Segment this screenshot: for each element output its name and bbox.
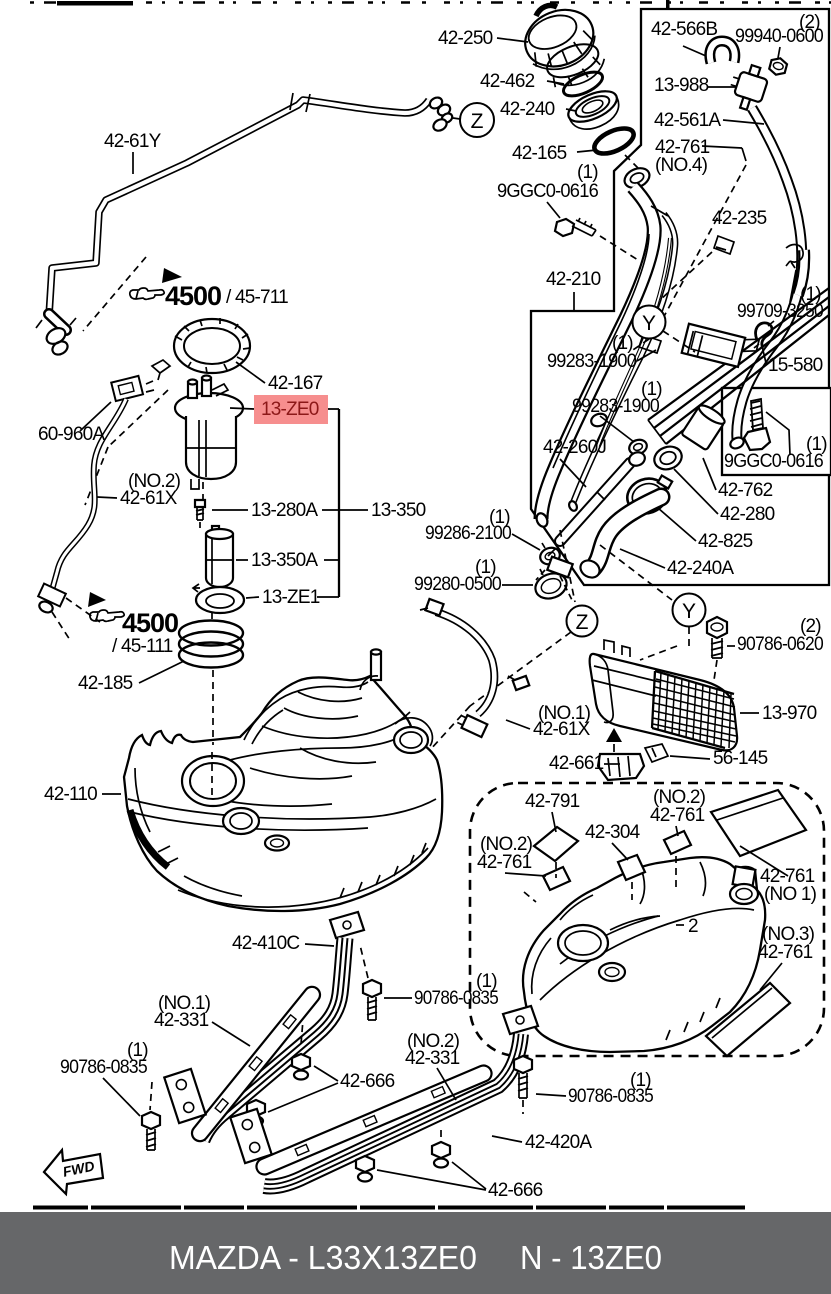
svg-text:(1): (1) <box>476 971 497 992</box>
svg-text:42-61X: 42-61X <box>120 488 178 509</box>
svg-text:99283-1900: 99283-1900 <box>572 396 659 417</box>
svg-text:42-420A: 42-420A <box>525 1132 592 1153</box>
svg-text:42-761: 42-761 <box>655 137 710 158</box>
svg-text:13-350: 13-350 <box>371 500 426 521</box>
svg-text:13-970: 13-970 <box>762 703 817 724</box>
svg-text:(1): (1) <box>806 434 827 455</box>
svg-text:(NO.1): (NO.1) <box>538 703 591 724</box>
svg-text:42-235: 42-235 <box>712 208 767 229</box>
svg-text:42-762: 42-762 <box>718 480 773 501</box>
svg-text:Y: Y <box>682 600 696 623</box>
svg-text:42-240A: 42-240A <box>667 558 734 579</box>
svg-text:MAZDA - L33X13ZE0: MAZDA - L33X13ZE0 <box>169 1239 477 1276</box>
svg-text:99283-1900: 99283-1900 <box>547 351 636 372</box>
svg-text:(NO.3): (NO.3) <box>762 924 815 945</box>
svg-text:(NO.1): (NO.1) <box>158 993 211 1014</box>
svg-text:FWD: FWD <box>61 1158 96 1180</box>
svg-text:N - 13ZE0: N - 13ZE0 <box>520 1239 662 1276</box>
svg-text:42-761: 42-761 <box>758 942 813 963</box>
svg-text:42-761: 42-761 <box>650 805 705 826</box>
svg-text:42-661: 42-661 <box>549 753 604 774</box>
svg-text:(1): (1) <box>577 162 598 183</box>
svg-text:42-331: 42-331 <box>154 1010 209 1031</box>
svg-text:(NO.2): (NO.2) <box>128 471 181 492</box>
svg-text:/ 45-111: / 45-111 <box>112 636 173 657</box>
svg-text:90786-0835: 90786-0835 <box>568 1086 653 1107</box>
svg-text:99280-0500: 99280-0500 <box>414 574 501 595</box>
svg-text:(1): (1) <box>489 507 510 528</box>
svg-text:4500: 4500 <box>122 608 178 638</box>
svg-text:(1): (1) <box>127 1040 148 1061</box>
svg-text:42-260J: 42-260J <box>543 437 606 458</box>
svg-text:(NO.2): (NO.2) <box>653 787 706 808</box>
svg-text:42-165: 42-165 <box>512 143 567 164</box>
svg-text:42-761: 42-761 <box>477 852 532 873</box>
svg-text:2: 2 <box>688 916 698 937</box>
svg-text:15-580: 15-580 <box>768 355 823 376</box>
svg-text:(2): (2) <box>799 12 820 33</box>
svg-text:42-462: 42-462 <box>480 71 535 92</box>
svg-text:9GGC0-0616: 9GGC0-0616 <box>724 451 823 472</box>
svg-text:42-331: 42-331 <box>405 1048 460 1069</box>
svg-text:42-410C: 42-410C <box>232 933 299 954</box>
svg-text:(1): (1) <box>800 284 821 305</box>
svg-text:13-350A: 13-350A <box>251 550 318 571</box>
svg-text:13-ZE0: 13-ZE0 <box>261 399 319 420</box>
svg-text:42-280: 42-280 <box>720 504 775 525</box>
svg-text:42-240: 42-240 <box>500 99 555 120</box>
svg-text:(1): (1) <box>630 1070 651 1091</box>
svg-text:42-761: 42-761 <box>760 866 815 887</box>
svg-text:99286-2100: 99286-2100 <box>425 523 511 544</box>
svg-text:42-250: 42-250 <box>438 28 493 49</box>
svg-text:99940-0600: 99940-0600 <box>735 26 823 47</box>
svg-text:42-61X: 42-61X <box>533 719 591 740</box>
svg-text:13-988: 13-988 <box>654 75 709 96</box>
svg-text:Z: Z <box>576 611 589 634</box>
svg-text:42-791: 42-791 <box>525 791 580 812</box>
svg-text:42-210: 42-210 <box>546 269 601 290</box>
svg-text:(NO.4): (NO.4) <box>655 155 708 176</box>
svg-text:(1): (1) <box>612 333 633 354</box>
svg-text:13-280A: 13-280A <box>251 500 318 521</box>
svg-text:60-960A: 60-960A <box>38 424 105 445</box>
svg-text:(NO.2): (NO.2) <box>480 834 533 855</box>
svg-text:42-185: 42-185 <box>78 673 133 694</box>
svg-text:56-145: 56-145 <box>713 748 768 769</box>
svg-text:(2): (2) <box>800 616 821 637</box>
svg-text:90786-0835: 90786-0835 <box>414 988 498 1009</box>
svg-text:42-825: 42-825 <box>698 531 753 552</box>
svg-text:90786-0620: 90786-0620 <box>737 634 823 655</box>
svg-text:90786-0835: 90786-0835 <box>60 1057 147 1078</box>
svg-text:Y: Y <box>642 312 656 335</box>
svg-text:Z: Z <box>471 110 484 133</box>
svg-text:/ 45-711: / 45-711 <box>226 287 288 308</box>
svg-text:42-61Y: 42-61Y <box>104 131 162 152</box>
svg-text:42-561A: 42-561A <box>654 110 721 131</box>
svg-text:42-110: 42-110 <box>44 784 97 805</box>
svg-text:4500: 4500 <box>165 281 221 311</box>
svg-text:(NO.2): (NO.2) <box>407 1031 460 1052</box>
svg-text:13-ZE1: 13-ZE1 <box>262 587 320 608</box>
svg-text:(1): (1) <box>475 557 496 578</box>
svg-text:99709-3250: 99709-3250 <box>737 301 823 322</box>
svg-text:42-566B: 42-566B <box>651 19 717 40</box>
svg-text:42-167: 42-167 <box>268 373 323 394</box>
svg-text:(1): (1) <box>641 379 662 400</box>
svg-text:(NO 1): (NO 1) <box>764 884 817 905</box>
svg-text:42-304: 42-304 <box>585 822 641 843</box>
svg-text:42-666: 42-666 <box>340 1071 395 1092</box>
svg-text:9GGC0-0616: 9GGC0-0616 <box>497 181 598 202</box>
svg-text:42-666: 42-666 <box>488 1180 543 1201</box>
